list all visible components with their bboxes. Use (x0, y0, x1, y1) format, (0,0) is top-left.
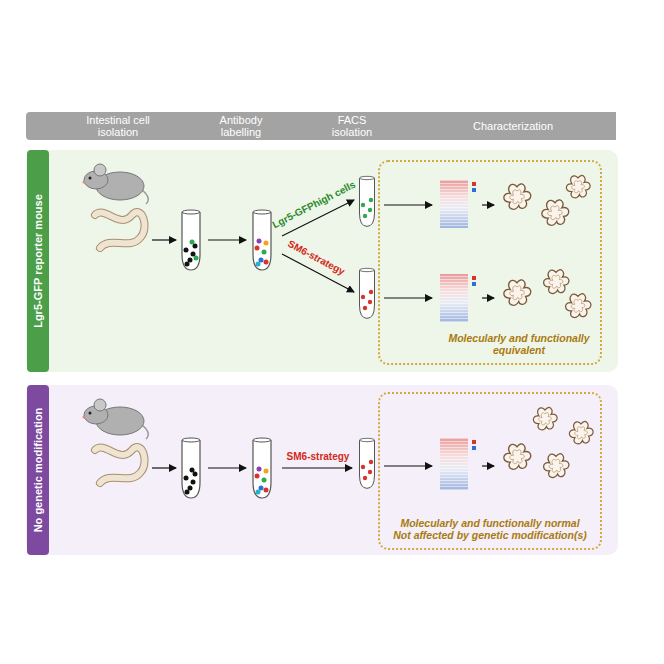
column-heading: Intestinal cell isolation (75, 112, 161, 140)
column-heading: Characterization (458, 112, 568, 140)
column-heading: Antibody labelling (198, 112, 284, 140)
result-text: Molecularly and functionally normal (388, 517, 592, 530)
header-bar: Intestinal cell isolation Antibody labell… (48, 112, 616, 140)
result-box: Molecularly and functionally normalNot a… (378, 392, 602, 550)
result-text: Molecularly and functionally equivalent (446, 332, 592, 357)
panel-title: Lgr5-GFP reporter mouse (32, 194, 44, 328)
column-heading: FACS isolation (324, 112, 380, 140)
path-label: SM6-strategy (287, 451, 350, 462)
result-box: Molecularly and functionally equivalent (378, 160, 602, 365)
panel-band: No genetic modification (27, 385, 49, 555)
result-text: Not affected by genetic modification(s) (388, 529, 592, 542)
panel-title: No genetic modification (32, 408, 44, 533)
panel-band: Lgr5-GFP reporter mouse (27, 150, 49, 372)
